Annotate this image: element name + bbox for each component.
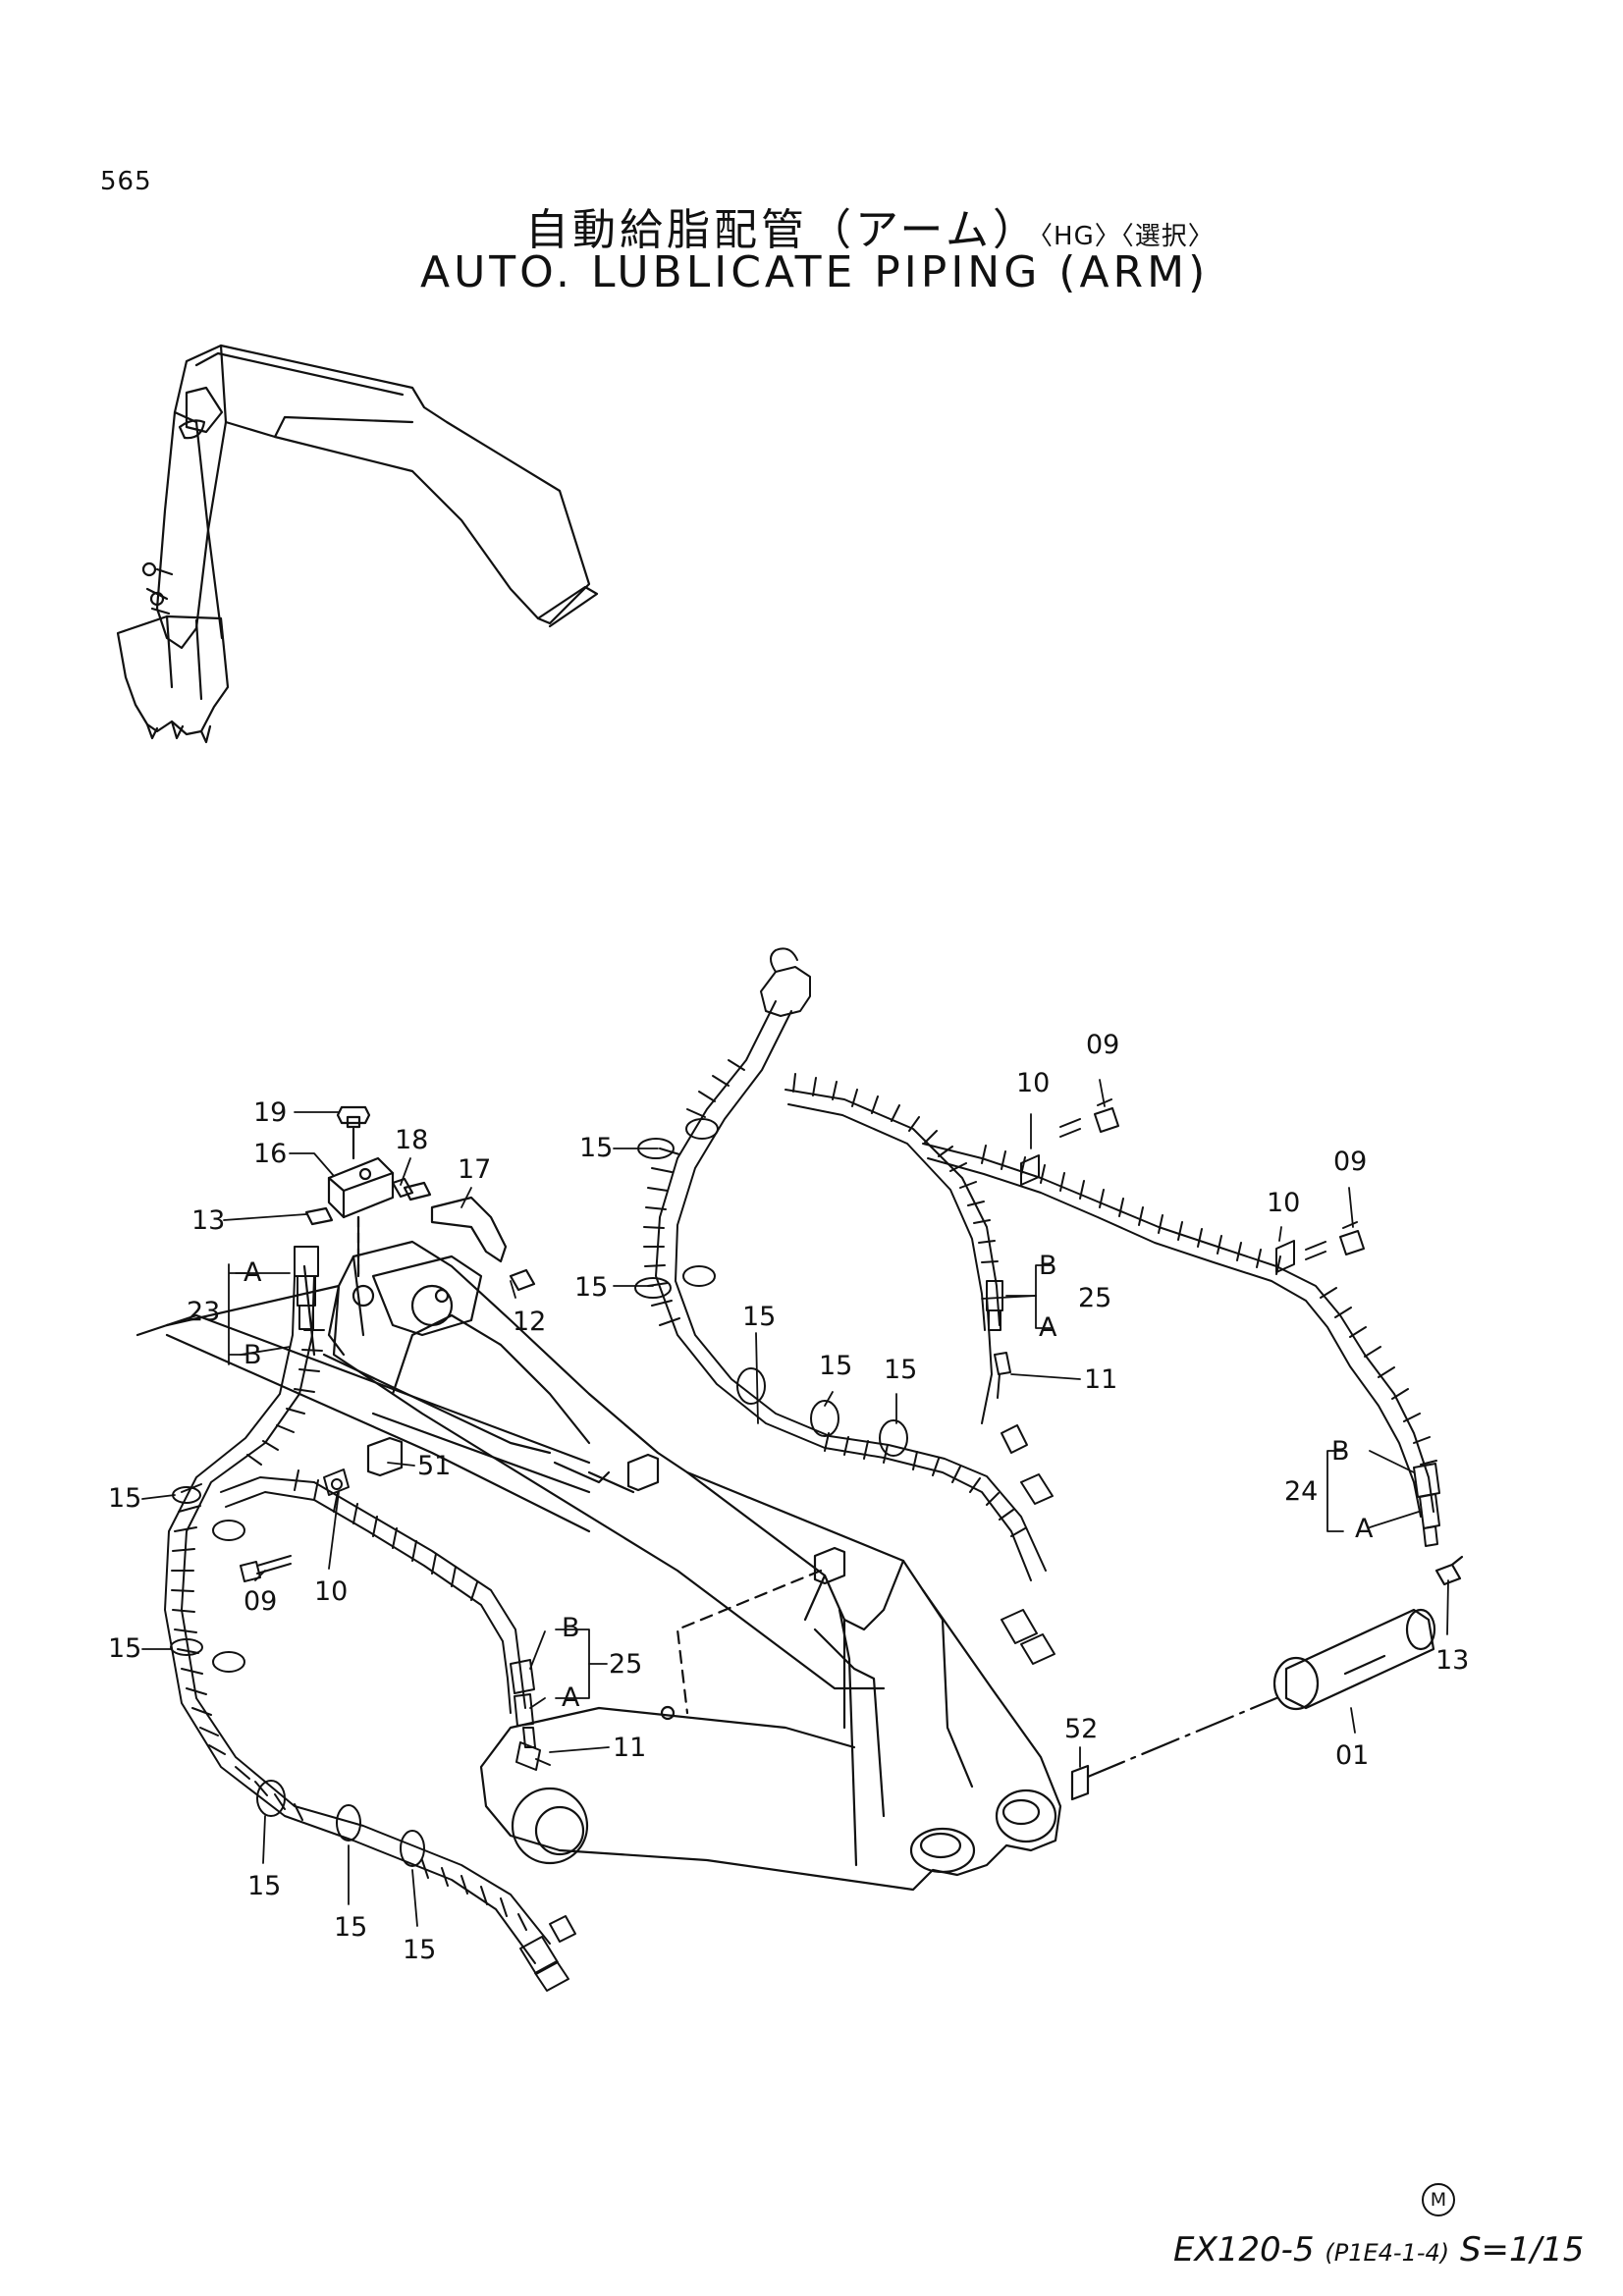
footer-model: EX120-5 [1173, 2230, 1315, 2269]
callout-24: 24 [1284, 1476, 1318, 1507]
callout-25-left-a: A [562, 1682, 580, 1713]
callout-leaders [141, 1079, 1449, 1927]
callout-01: 01 [1335, 1740, 1369, 1771]
title-japanese-text: 自動給脂配管（アーム） [525, 205, 1041, 255]
callout-25-right-b: B [1039, 1251, 1057, 1281]
callout-15-g: 15 [574, 1272, 608, 1303]
callout-19: 19 [253, 1097, 287, 1128]
footer-model-code: EX120-5 (P1E4-1-4) S=1/15 [1173, 2230, 1584, 2269]
footer-scale: S=1/15 [1459, 2230, 1585, 2269]
callout-15-j: 15 [884, 1355, 917, 1385]
callout-11-right: 11 [1084, 1364, 1117, 1395]
callout-15-h: 15 [742, 1302, 776, 1332]
callout-25-left-b: B [562, 1613, 580, 1643]
callout-16: 16 [253, 1139, 287, 1169]
arm-body [135, 1240, 1062, 1892]
callout-09-right-a: 09 [1086, 1030, 1119, 1060]
callout-13-left: 13 [191, 1205, 225, 1236]
callout-18: 18 [395, 1125, 428, 1155]
callout-23-b: B [243, 1340, 262, 1370]
callout-51: 51 [417, 1451, 451, 1481]
callout-24-a: A [1355, 1514, 1374, 1544]
page-number: 565 [100, 167, 152, 196]
callout-12: 12 [513, 1307, 546, 1337]
right-hose-assembly [634, 947, 1440, 1665]
callout-17: 17 [458, 1154, 491, 1185]
title-japanese: 自動給脂配管（アーム）〈HG〉〈選択〉 [525, 194, 1215, 257]
m-mark: M [1422, 2183, 1455, 2216]
callout-labels: 19 16 18 17 13 23 A B 12 51 15 10 09 15 … [108, 1030, 1469, 1965]
callout-15-b: 15 [108, 1633, 141, 1664]
left-hose-assembly [164, 1246, 576, 1992]
overview-arm-illustration [116, 344, 599, 744]
callout-24-b: B [1331, 1436, 1350, 1467]
callout-23-a: A [243, 1257, 262, 1288]
callout-25-right: 25 [1078, 1283, 1111, 1313]
callout-13-right: 13 [1435, 1645, 1469, 1676]
callout-10-left: 10 [314, 1576, 348, 1607]
footer-ref: (P1E4-1-4) [1325, 2239, 1450, 2267]
callout-09-left: 09 [243, 1586, 277, 1617]
callout-11-left: 11 [613, 1733, 646, 1763]
callout-10-right-a: 10 [1016, 1068, 1050, 1098]
callout-25-left: 25 [609, 1649, 642, 1680]
callout-15-e: 15 [403, 1935, 436, 1965]
callout-15-a: 15 [108, 1483, 141, 1514]
callout-15-d: 15 [334, 1912, 367, 1943]
callout-52: 52 [1064, 1714, 1098, 1744]
callout-15-f: 15 [579, 1133, 613, 1163]
callout-10-right-b: 10 [1267, 1188, 1300, 1218]
callout-15-i: 15 [819, 1351, 852, 1381]
title-tags: 〈HG〉〈選択〉 [1040, 222, 1215, 251]
callout-25-right-a: A [1039, 1312, 1057, 1343]
callout-15-c: 15 [247, 1871, 281, 1901]
lube-block-assembly [165, 1105, 1464, 1801]
callout-09-right-b: 09 [1333, 1147, 1367, 1177]
callout-23: 23 [187, 1297, 220, 1327]
title-english: AUTO. LUBLICATE PIPING (ARM) [420, 247, 1210, 297]
